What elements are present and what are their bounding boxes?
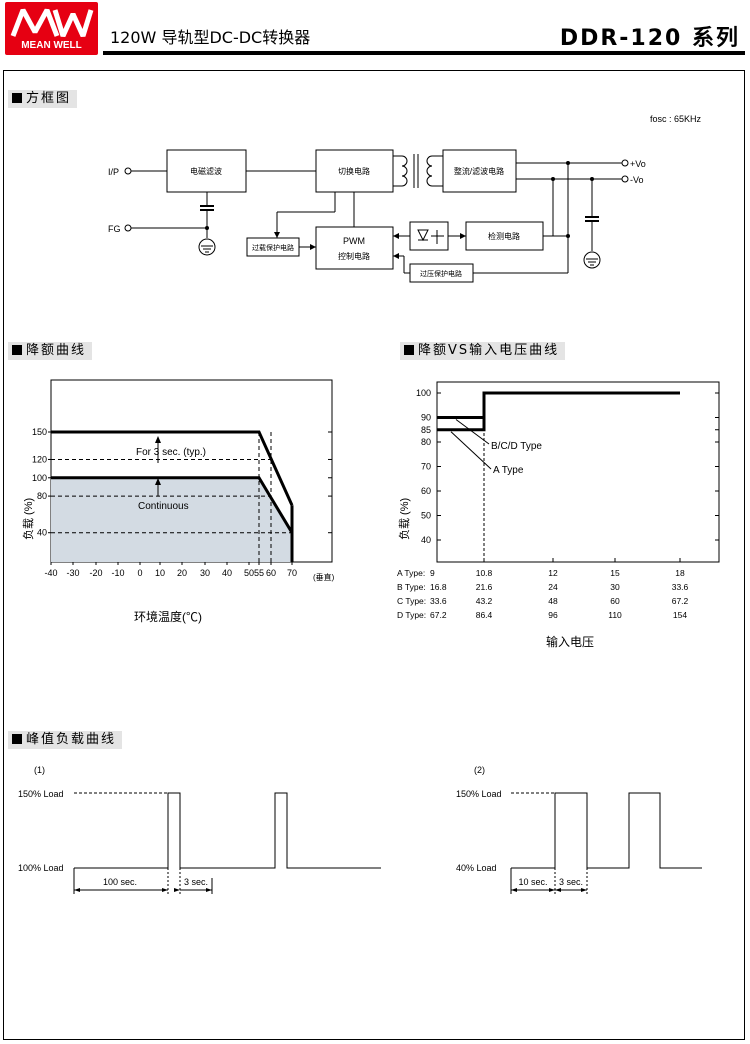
derating-xtick-10: 10 xyxy=(155,568,165,578)
square-bullet-icon xyxy=(12,93,22,103)
header-rule xyxy=(103,51,745,55)
brand-name: MEAN WELL xyxy=(21,40,82,51)
block-diagram-title: 方框图 xyxy=(8,90,78,108)
vs-cell: 10.8 xyxy=(476,568,493,578)
vs-cell: 154 xyxy=(673,610,687,620)
p1-t2-label: 3 sec. xyxy=(184,877,208,887)
vs-ytick-40: 40 xyxy=(421,535,431,545)
derating-xtick--20: -20 xyxy=(89,568,102,578)
vs-cell: 86.4 xyxy=(476,610,493,620)
vs-cell: 15 xyxy=(610,568,620,578)
derating-xtick-0: 0 xyxy=(137,568,142,578)
derating-xtick--40: -40 xyxy=(44,568,57,578)
p1-high-label: 150% Load xyxy=(18,789,64,799)
derating-y-label: 负载 (%) xyxy=(21,498,35,540)
derating-xtick-50: 50 xyxy=(244,568,254,578)
vs-input-title: 降额VS输入电压曲线 xyxy=(400,342,566,360)
a-type-label: A Type xyxy=(493,465,524,476)
p2-high-label: 150% Load xyxy=(456,789,502,799)
p2-t2-label: 3 sec. xyxy=(559,877,583,887)
p1-t1-label: 100 sec. xyxy=(103,877,137,887)
derating-xtick-30: 30 xyxy=(200,568,210,578)
square-bullet-icon xyxy=(404,345,414,355)
product-title: 120W 导轨型DC-DC转换器 xyxy=(110,28,311,47)
vs-ytick-90: 90 xyxy=(421,413,431,423)
vs-cell: 48 xyxy=(548,596,558,606)
vs-ytick-70: 70 xyxy=(421,462,431,472)
peak-1-label: (1) xyxy=(34,765,45,775)
derating-ytick-150: 150 xyxy=(32,427,47,437)
derating-ytick-40: 40 xyxy=(37,528,47,538)
derating-ytick-100: 100 xyxy=(32,473,47,483)
vs-cell: 30 xyxy=(610,582,620,592)
vs-row-label: A Type: xyxy=(397,568,425,578)
vs-cell: 12 xyxy=(548,568,558,578)
square-bullet-icon xyxy=(12,734,22,744)
vs-series-line xyxy=(437,391,680,419)
derating-xtick-70: 70 xyxy=(287,568,297,578)
derating-title: 降额曲线 xyxy=(8,342,93,360)
vs-cell: 18 xyxy=(675,568,685,578)
vs-cell: 33.6 xyxy=(672,582,689,592)
vs-cell: 9 xyxy=(430,568,435,578)
vs-cell: 110 xyxy=(608,610,622,620)
slope-guide xyxy=(258,431,293,508)
derating-x-unit: (垂直) xyxy=(313,572,335,582)
vs-cell: 60 xyxy=(610,596,620,606)
derating-xtick--10: -10 xyxy=(111,568,124,578)
vs-row-label: C Type: xyxy=(397,596,426,606)
vs-cell: 24 xyxy=(548,582,558,592)
derating-xtick-55: 55 xyxy=(254,568,264,578)
vs-input-plot-frame xyxy=(436,381,720,563)
derating-xtick-20: 20 xyxy=(177,568,187,578)
p2-low-label: 40% Load xyxy=(456,863,497,873)
p2-t1-label: 10 sec. xyxy=(518,877,547,887)
derating-ytick-120: 120 xyxy=(32,454,47,464)
vs-ytick-100: 100 xyxy=(416,388,431,398)
vs-row-label: D Type: xyxy=(397,610,426,620)
bcd-pointer xyxy=(455,419,490,445)
vs-cell: 33.6 xyxy=(430,596,447,606)
a-pointer xyxy=(450,431,492,470)
derating-xtick-60: 60 xyxy=(266,568,276,578)
continuous-area xyxy=(51,477,292,562)
vs-cell: 67.2 xyxy=(430,610,447,620)
vs-row-label: B Type: xyxy=(397,582,426,592)
series-line xyxy=(51,476,294,534)
peak-load-title: 峰值负载曲线 xyxy=(8,731,123,749)
p1-low-label: 100% Load xyxy=(18,863,64,873)
vs-input-y-label: 负载 (%) xyxy=(397,498,411,540)
p1-waveform xyxy=(74,792,381,869)
peak-2-label: (2) xyxy=(474,765,485,775)
vs-cell: 67.2 xyxy=(672,596,689,606)
peak-note: For 3 sec. (typ.) xyxy=(136,447,206,458)
vs-cell: 16.8 xyxy=(430,582,447,592)
vs-ytick-50: 50 xyxy=(421,511,431,521)
p2-waveform xyxy=(511,792,702,869)
vs-ytick-80: 80 xyxy=(421,437,431,447)
series-name: DDR-120 系列 xyxy=(559,26,740,51)
vs-cell: 96 xyxy=(548,610,558,620)
derating-xtick-40: 40 xyxy=(222,568,232,578)
meanwell-logo: MEAN WELL xyxy=(5,2,98,55)
page-frame xyxy=(3,70,745,1040)
vs-input-x-label: 输入电压 xyxy=(546,634,594,649)
continuous-note: Continuous xyxy=(138,501,189,512)
derating-x-label: 环境温度(℃) xyxy=(134,609,202,624)
vs-ytick-60: 60 xyxy=(421,486,431,496)
derating-ytick-80: 80 xyxy=(37,491,47,501)
vs-cell: 21.6 xyxy=(476,582,493,592)
vs-cell: 43.2 xyxy=(476,596,493,606)
square-bullet-icon xyxy=(12,345,22,355)
bcd-type-label: B/C/D Type xyxy=(491,441,542,452)
vs-ytick-85: 85 xyxy=(421,425,431,435)
derating-xtick--30: -30 xyxy=(66,568,79,578)
